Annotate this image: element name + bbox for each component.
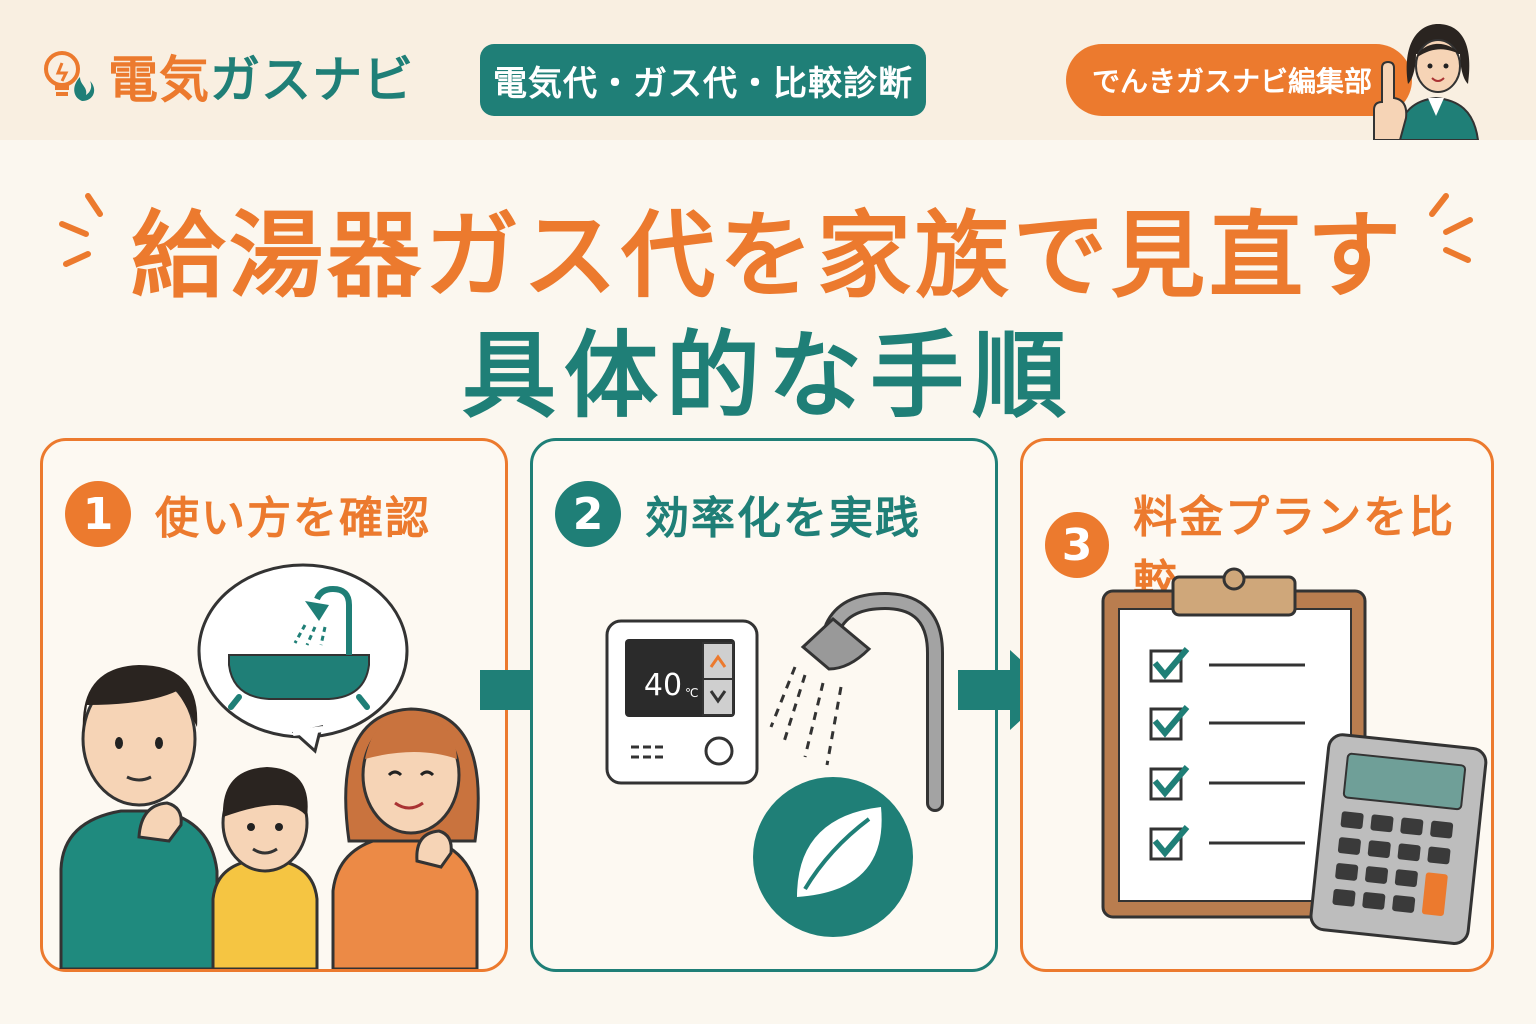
power-knob[interactable] (704, 736, 734, 766)
temp-up-button[interactable] (702, 642, 734, 680)
tagline-badge: 電気代・ガス代・比較診断 (480, 44, 926, 116)
check-icon (1149, 765, 1305, 801)
brand-name: 電気ガスナビ (108, 40, 414, 112)
logo[interactable]: 電気ガスナビ (38, 40, 414, 112)
step-label: 使い方を確認 (155, 493, 431, 544)
leaf-icon (753, 777, 913, 937)
editor-badge: でんきガスナビ編集部 (1066, 44, 1412, 116)
check-icon (1149, 705, 1305, 741)
mother-figure (331, 707, 480, 969)
brand-part1: 電気 (108, 51, 210, 109)
step-panel-3: 3 料金プランを比較 (1020, 438, 1494, 972)
temperature-readout: 40 (644, 668, 682, 703)
plan-comparison-illustration (1101, 567, 1488, 945)
title-line1: 給湯器ガス代を家族で見直す (130, 202, 1405, 311)
check-icon (1149, 647, 1305, 683)
step-header: 3 料金プランを比較 (1045, 481, 1491, 609)
calculator-icon (1309, 733, 1488, 945)
temperature-unit: ℃ (685, 686, 698, 700)
sparkle-left-icon (59, 193, 103, 267)
efficiency-illustration: 40 ℃ (605, 591, 944, 937)
step-panel-1: 1 使い方を確認 (40, 438, 508, 972)
editor-avatar (1373, 24, 1480, 140)
family-illustration (59, 563, 480, 969)
shower-icon (769, 591, 944, 812)
step-number: 3 (1045, 512, 1110, 578)
father-figure (59, 665, 219, 969)
checklist (1149, 647, 1305, 861)
step-panel-2: 2 効率化を実践 40 ℃ (530, 438, 998, 972)
step-header: 2 効率化を実践 (555, 481, 921, 547)
water-heater-controller: 40 ℃ (605, 619, 759, 785)
step-number: 2 (555, 481, 621, 547)
check-icon (1149, 825, 1305, 861)
bulb-flame-icon (44, 51, 95, 101)
temp-down-button[interactable] (702, 678, 734, 716)
title-line2: 具体的な手順 (461, 322, 1074, 431)
chevron-up-icon (709, 654, 727, 668)
step-label: 効率化を実践 (645, 493, 921, 544)
step-header: 1 使い方を確認 (65, 481, 431, 547)
sparkle-right-icon (1429, 193, 1473, 263)
step-label: 料金プランを比較 (1133, 492, 1456, 607)
brand-part2: ガスナビ (210, 51, 414, 109)
chevron-down-icon (709, 690, 727, 704)
step-number: 1 (65, 481, 131, 547)
child-figure (211, 767, 319, 969)
bathtub-icon (228, 585, 370, 710)
